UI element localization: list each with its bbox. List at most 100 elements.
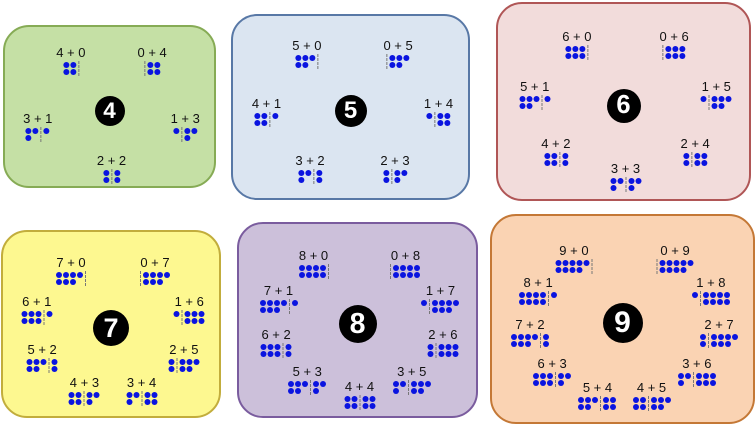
dot: [33, 366, 40, 373]
right-dot-group: [114, 170, 120, 184]
dot: [254, 120, 261, 127]
dot: [410, 388, 417, 395]
bond-label: 6 + 0: [562, 28, 592, 44]
dashed-divider: [282, 343, 284, 359]
dashed-divider: [558, 152, 560, 168]
bond-item: 7 + 0: [56, 255, 87, 286]
dot: [198, 317, 205, 324]
dot: [400, 170, 407, 177]
dot: [285, 351, 292, 358]
bond-label: 8 + 0: [298, 248, 329, 264]
dot: [319, 272, 326, 279]
bond-item: 4 + 5: [632, 380, 671, 411]
dot: [427, 344, 434, 351]
dot: [173, 127, 180, 134]
bond-label: 1 + 3: [170, 110, 200, 126]
dot: [691, 291, 698, 298]
dot: [544, 95, 551, 102]
bond-item: 5 + 3: [288, 365, 327, 396]
dot: [288, 388, 295, 395]
dot: [444, 120, 451, 127]
dot: [709, 380, 716, 387]
dot: [389, 62, 396, 69]
right-dot-group: [437, 113, 451, 127]
dot: [725, 334, 732, 341]
bond-label: 2 + 5: [169, 342, 199, 358]
dot: [393, 170, 400, 177]
dot: [569, 266, 576, 273]
dot: [421, 299, 428, 306]
dot-groups: [56, 270, 87, 286]
dot: [519, 102, 526, 109]
dot: [151, 392, 158, 399]
dot-groups: [173, 309, 205, 325]
right-dot-group: [389, 55, 410, 69]
dashed-divider: [176, 358, 178, 374]
left-dot-group: [610, 178, 623, 192]
dot: [260, 344, 267, 351]
right-dot-group: [316, 170, 322, 184]
dot: [56, 278, 63, 285]
dot: [551, 291, 558, 298]
dot: [702, 291, 709, 298]
dot: [261, 120, 268, 127]
dot: [709, 373, 716, 380]
right-dot-group: [544, 95, 551, 109]
dashed-divider: [85, 270, 87, 286]
bond-label: 1 + 4: [423, 96, 454, 112]
dot: [351, 395, 357, 402]
bond-item: 3 + 1: [23, 111, 52, 142]
right-dot-group: [313, 381, 327, 395]
dot: [519, 95, 526, 102]
bond-item: 7 + 2: [510, 318, 549, 349]
dot: [51, 366, 58, 373]
bond-item: 5 + 0: [292, 39, 322, 70]
dot: [147, 61, 154, 68]
dot: [665, 52, 672, 59]
bond-label: 3 + 3: [610, 161, 641, 177]
bond-item: 0 + 4: [137, 45, 167, 76]
dot: [86, 399, 93, 406]
dot-groups: [392, 380, 431, 396]
dot: [565, 45, 572, 52]
dot: [151, 399, 158, 406]
bond-label: 5 + 4: [582, 379, 613, 395]
bond-item: 3 + 4: [126, 376, 158, 407]
dot: [62, 61, 69, 68]
dashed-divider: [386, 54, 388, 70]
right-dot-group: [695, 373, 716, 387]
left-dot-group: [382, 170, 389, 184]
dot: [569, 259, 576, 266]
dashed-divider: [555, 372, 557, 388]
dot: [396, 55, 403, 62]
dot-groups: [288, 380, 327, 396]
left-dot-group: [421, 299, 428, 313]
dot-groups: [700, 333, 739, 349]
dot: [680, 266, 687, 273]
dot: [517, 334, 524, 341]
dashed-divider: [708, 333, 710, 349]
bond-item: 6 + 2: [260, 328, 292, 359]
dot: [702, 373, 709, 380]
bond-item: 2 + 7: [700, 318, 739, 349]
dashed-divider: [625, 177, 626, 193]
dot: [694, 160, 701, 167]
dot: [184, 310, 191, 317]
bond-label: 7 + 1: [263, 282, 294, 298]
left-dot-group: [126, 392, 140, 406]
dot-groups: [426, 112, 451, 128]
dot-groups: [578, 395, 617, 411]
dot: [288, 381, 295, 388]
bond-label: 1 + 5: [701, 78, 731, 94]
dot-groups: [691, 290, 730, 306]
dot: [179, 359, 186, 366]
dot: [149, 271, 156, 278]
dot: [572, 52, 579, 59]
left-dot-group: [173, 127, 180, 141]
dot: [555, 259, 562, 266]
dot: [452, 344, 459, 351]
bond-item: 6 + 0: [562, 28, 592, 60]
bond-label: 2 + 4: [680, 136, 710, 152]
